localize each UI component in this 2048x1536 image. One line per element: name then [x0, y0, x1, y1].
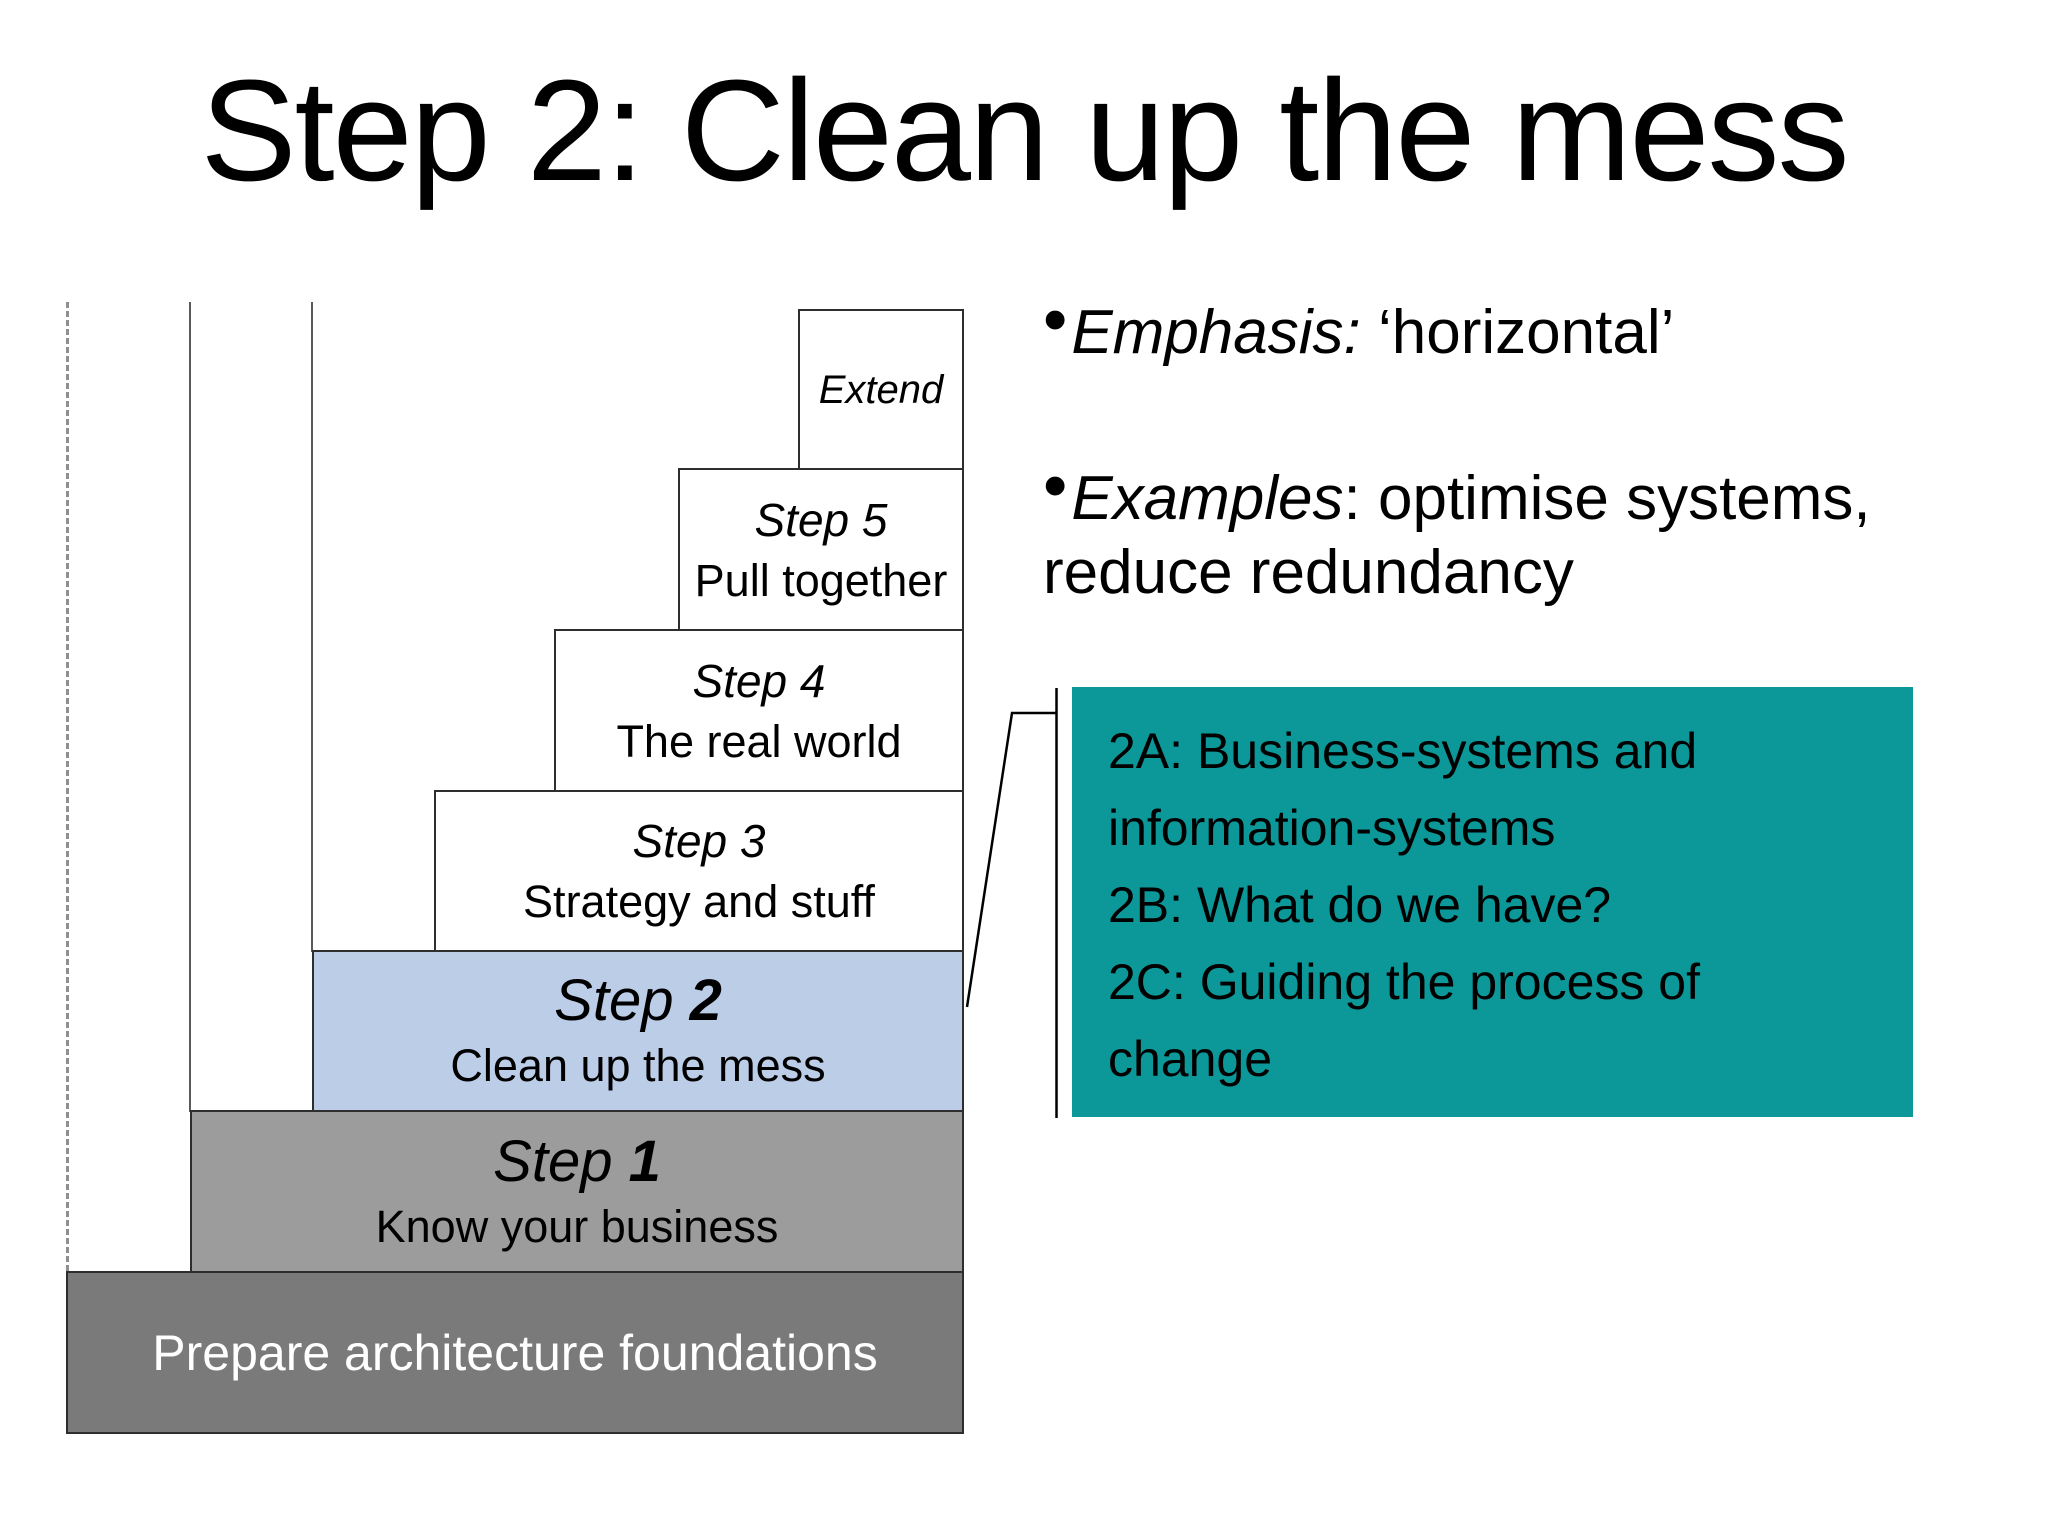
callout-item-2c: 2C: Guiding the process of change: [1108, 954, 1700, 1087]
step1-title: Step 1: [493, 1128, 661, 1194]
dashed-guide-line: [66, 302, 69, 1271]
step5-subtitle: Pull together: [694, 554, 948, 606]
step5-title: Step 5: [754, 493, 888, 546]
callout-item-2b: 2B: What do we have?: [1108, 877, 1612, 933]
step3-box: Step 3 Strategy and stuff: [434, 790, 964, 952]
foundation-box: Prepare architecture foundations: [66, 1271, 964, 1434]
bullet-list: •Emphasis: ‘horizontal’ •Examples: optim…: [1043, 280, 2018, 610]
bullet-item-emphasis: •Emphasis: ‘horizontal’: [1043, 280, 1675, 367]
step5-box: Step 5 Pull together: [678, 468, 964, 631]
step2-box-highlighted: Step 2 Clean up the mess: [312, 950, 964, 1112]
solid-guide-line-step1: [189, 302, 191, 1112]
step3-subtitle: Strategy and stuff: [523, 876, 875, 927]
bullet-icon: •: [1043, 280, 1068, 359]
step4-title: Step 4: [692, 654, 826, 707]
extend-box: Extend: [798, 309, 964, 470]
step4-subtitle: The real world: [616, 715, 902, 767]
callout-pointer-line: [965, 711, 1056, 1008]
step2-subtitle: Clean up the mess: [450, 1040, 826, 1091]
extend-label: Extend: [818, 367, 944, 412]
foundation-label: Prepare architecture foundations: [152, 1324, 878, 1381]
solid-guide-line-step2: [311, 302, 313, 952]
callout-item-2a: 2A: Business-systems and information-sys…: [1108, 723, 1698, 856]
bullet-icon: •: [1043, 446, 1068, 525]
step2-title: Step 2: [554, 968, 722, 1033]
callout-box: 2A: Business-systems and information-sys…: [1072, 687, 1913, 1117]
bullet-item-examples: •Examples: optimise systems, reduce redu…: [1043, 446, 1871, 607]
step1-subtitle: Know your business: [375, 1200, 779, 1252]
slide-title: Step 2: Clean up the mess: [200, 50, 1850, 211]
step1-box: Step 1 Know your business: [190, 1110, 964, 1273]
step4-box: Step 4 The real world: [554, 629, 964, 792]
step3-title: Step 3: [632, 815, 766, 867]
